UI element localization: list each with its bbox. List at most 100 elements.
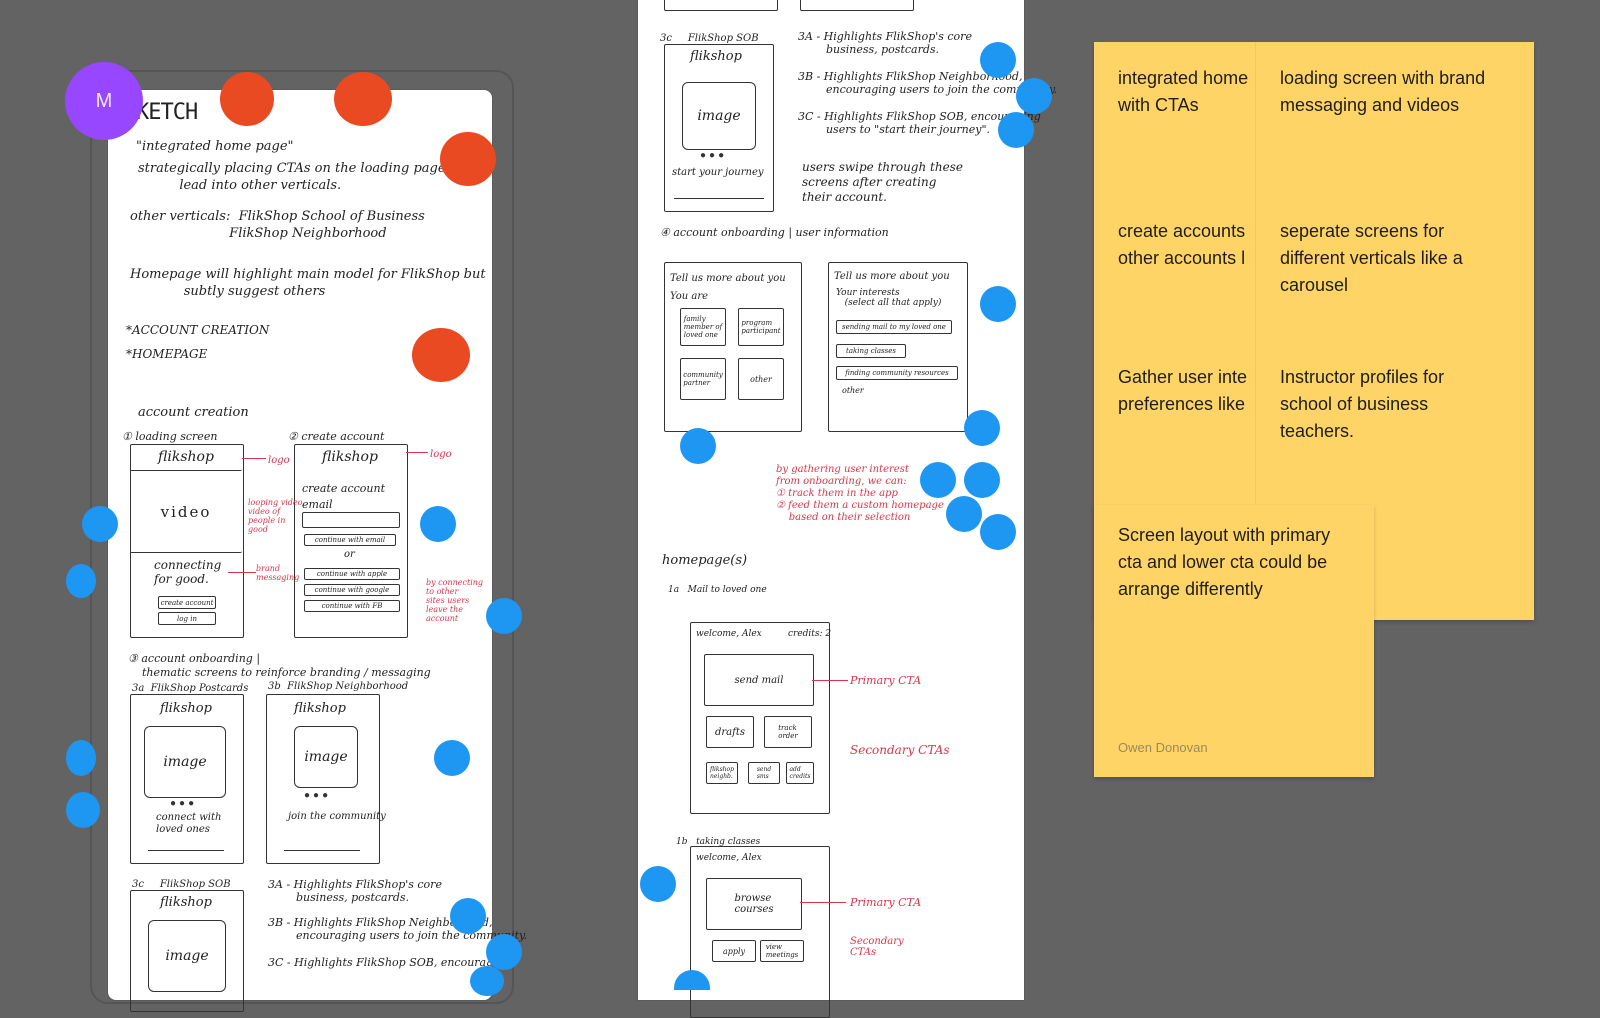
wire-primary-cta: browse courses [706,878,802,930]
wireframe-loading-screen [130,444,244,638]
collaborator-cursor [450,898,486,934]
collaborator-avatar[interactable]: M [65,62,143,140]
wireframe-partial [664,0,778,11]
sticky-note[interactable]: create accounts other accounts l [1118,221,1246,268]
wire-secondary-cta: apply [712,940,756,962]
sticky-note[interactable]: Gather user inte preferences like [1118,367,1248,414]
wire-label: credits: 2 [788,629,832,639]
sketch-text: 3B - Highlights FlikShop Neighborhood, e… [268,916,527,942]
sketch-text: account creation [138,405,249,420]
wireframe-postcards [130,694,244,864]
wire-button: continue with apple [304,568,400,580]
sticky-note[interactable]: integrated home with CTAs [1118,68,1249,115]
wire-image: image [148,920,226,992]
sticky-note[interactable]: loading screen with brand messaging and … [1280,68,1486,115]
collaborator-cursor [1016,78,1052,114]
wire-label: flikshop [160,701,212,716]
wire-option: community partner [680,358,726,400]
collaborator-cursor [680,428,716,464]
wire-button: log in [158,612,216,625]
sketch-text: ① loading screen [122,430,218,443]
annotation-text: brand messaging [256,564,300,582]
collaborator-cursor [420,506,456,542]
sticky-author: Owen Donovan [1118,740,1208,755]
wire-label: create account [302,482,386,495]
collaborator-cursor [980,42,1016,78]
wire-line [284,850,360,851]
carousel-dots: ●●● [700,150,728,161]
collaborator-cursor [470,966,504,996]
wire-label: Tell us more about you [834,271,950,282]
wire-secondary-cta: view meetings [760,940,804,962]
annotation-arrow [228,572,256,573]
collaborator-cursor [964,462,1000,498]
wireframe-create-account [294,444,408,638]
sticky-note[interactable]: Screen layout with primary cta and lower… [1118,525,1331,599]
wire-secondary-cta: drafts [706,716,754,748]
wire-label: flikshop [690,49,742,64]
wire-image: image [294,726,358,788]
sketch-title: KETCH [136,100,198,125]
collaborator-cursor [412,328,470,382]
wire-secondary-cta: flikshop neighb. [706,762,738,784]
sticky-note[interactable]: Instructor profiles for school of busine… [1280,367,1445,441]
collaborator-cursor [920,462,956,498]
sketch-text: ④ account onboarding | user information [660,226,889,239]
sticky-note[interactable]: seperate screens for different verticals… [1280,221,1463,295]
collaborator-cursor [946,496,982,532]
wire-label: flikshop [322,449,378,465]
collaborator-cursor [640,866,676,902]
collaborator-cursor [66,792,100,828]
sketch-text: ② create account [288,430,385,443]
wire-label: or [344,549,355,560]
collaborator-cursor [486,934,522,970]
sketch-text: 3c FlikShop SOB [660,33,759,44]
wire-button: continue with email [304,534,396,546]
wire-label: flikshop [130,444,242,471]
carousel-dots: ●●● [304,790,332,801]
collaborator-cursor [66,740,96,776]
sketch-text: homepage(s) [662,553,748,568]
collaborator-cursor [964,410,1000,446]
wire-button: continue with FB [304,600,400,612]
wire-label: start your journey [672,167,764,178]
collaborator-cursor [434,740,470,776]
annotation-text: Secondary CTAs [850,936,904,958]
sketch-text: 3c FlikShop SOB [132,879,231,890]
sketch-text: 3A - Highlights FlikShop's core business… [798,30,972,56]
sketch-text: strategically placing CTAs on the loadin… [138,161,463,193]
collaborator-cursor [998,112,1034,148]
collaborator-cursor [486,598,522,634]
wire-line [674,198,764,199]
wire-option: sending mail to my loved one [836,320,952,334]
collaborator-cursor [980,514,1016,550]
sketch-text: 1b taking classes [676,837,761,847]
annotation-text: looping video video of people in good [248,498,303,534]
annotation-text: by gathering user interest from onboardi… [776,464,944,523]
sketch-text: other verticals: FlikShop School of Busi… [130,209,425,241]
wire-secondary-cta: add credits [786,762,814,784]
sketch-image-left[interactable]: KETCH "integrated home page" strategical… [108,90,527,1012]
sticky-note-front[interactable] [1094,505,1374,777]
wire-secondary-cta: track order [764,716,812,748]
wire-label: join the community [288,811,386,822]
annotation-text: Primary CTA [850,674,922,687]
wire-label: video [130,472,242,553]
wire-label: email [302,498,333,511]
collaborator-cursor [440,132,496,186]
wire-image: image [682,82,756,150]
collaborator-cursor [674,970,710,990]
annotation-text: Primary CTA [850,896,922,909]
sketch-text: 3A - Highlights FlikShop's core business… [268,878,442,904]
wire-label: flikshop [160,895,212,910]
collaborator-cursor [334,72,392,126]
wire-option: finding community resources [836,366,958,380]
wire-secondary-cta: send sms [748,762,780,784]
wire-label: connect with loved ones [156,812,222,835]
carousel-dots: ●●● [170,798,198,809]
wire-label: welcome, Alex [696,629,762,639]
sketch-text: 1a Mail to loved one [668,585,767,595]
collaborator-cursor [82,506,118,542]
annotation-arrow [406,452,428,453]
